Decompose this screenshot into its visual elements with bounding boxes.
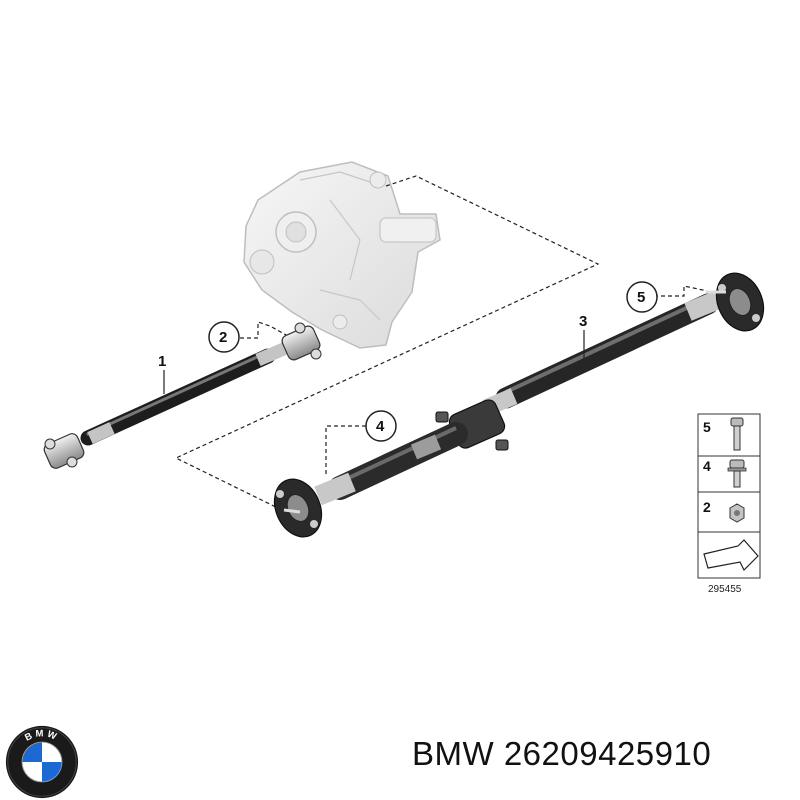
bolt-flange-icon bbox=[727, 459, 747, 488]
callout-leaders bbox=[163, 330, 585, 394]
transfer-case-housing bbox=[243, 161, 441, 349]
nut-icon bbox=[729, 503, 745, 523]
callout-1: 1 bbox=[158, 353, 166, 370]
arrow-icon bbox=[703, 539, 759, 572]
legend-row-4: 4 bbox=[703, 458, 747, 488]
legend-row-2: 2 bbox=[703, 499, 745, 523]
svg-text:2: 2 bbox=[703, 499, 711, 515]
front-flex-disc bbox=[273, 478, 323, 538]
part-caption: BMW 26209425910 bbox=[412, 735, 792, 785]
logo-lettering: BMW bbox=[23, 728, 58, 743]
svg-text:1: 1 bbox=[158, 353, 166, 370]
callout-3: 3 bbox=[579, 313, 587, 330]
rear-universal-joint bbox=[43, 433, 85, 469]
dashed-leader-lines bbox=[174, 175, 713, 513]
rear-flex-disc bbox=[706, 272, 765, 332]
callout-5: 5 bbox=[626, 281, 658, 313]
bolt-long-icon bbox=[730, 417, 744, 451]
svg-text:2: 2 bbox=[219, 329, 227, 346]
fastener-legend: 5 4 2 295455 bbox=[697, 413, 761, 595]
svg-text:5: 5 bbox=[637, 289, 645, 306]
rear-drive-shaft bbox=[273, 272, 765, 538]
part-number: 26209425910 bbox=[503, 735, 712, 772]
diagram-id: 295455 bbox=[708, 584, 742, 595]
svg-text:3: 3 bbox=[579, 313, 587, 330]
bmw-logo: BMW bbox=[5, 725, 79, 799]
brand-name: BMW bbox=[412, 735, 495, 772]
svg-text:4: 4 bbox=[376, 418, 385, 435]
callout-4: 4 bbox=[365, 410, 397, 442]
svg-text:BMW: BMW bbox=[23, 728, 60, 743]
legend-row-5: 5 bbox=[703, 417, 744, 451]
front-drive-shaft bbox=[43, 322, 322, 469]
svg-text:4: 4 bbox=[703, 458, 711, 474]
svg-text:5: 5 bbox=[703, 419, 711, 435]
callout-2: 2 bbox=[208, 321, 240, 353]
front-universal-joint bbox=[281, 322, 322, 361]
